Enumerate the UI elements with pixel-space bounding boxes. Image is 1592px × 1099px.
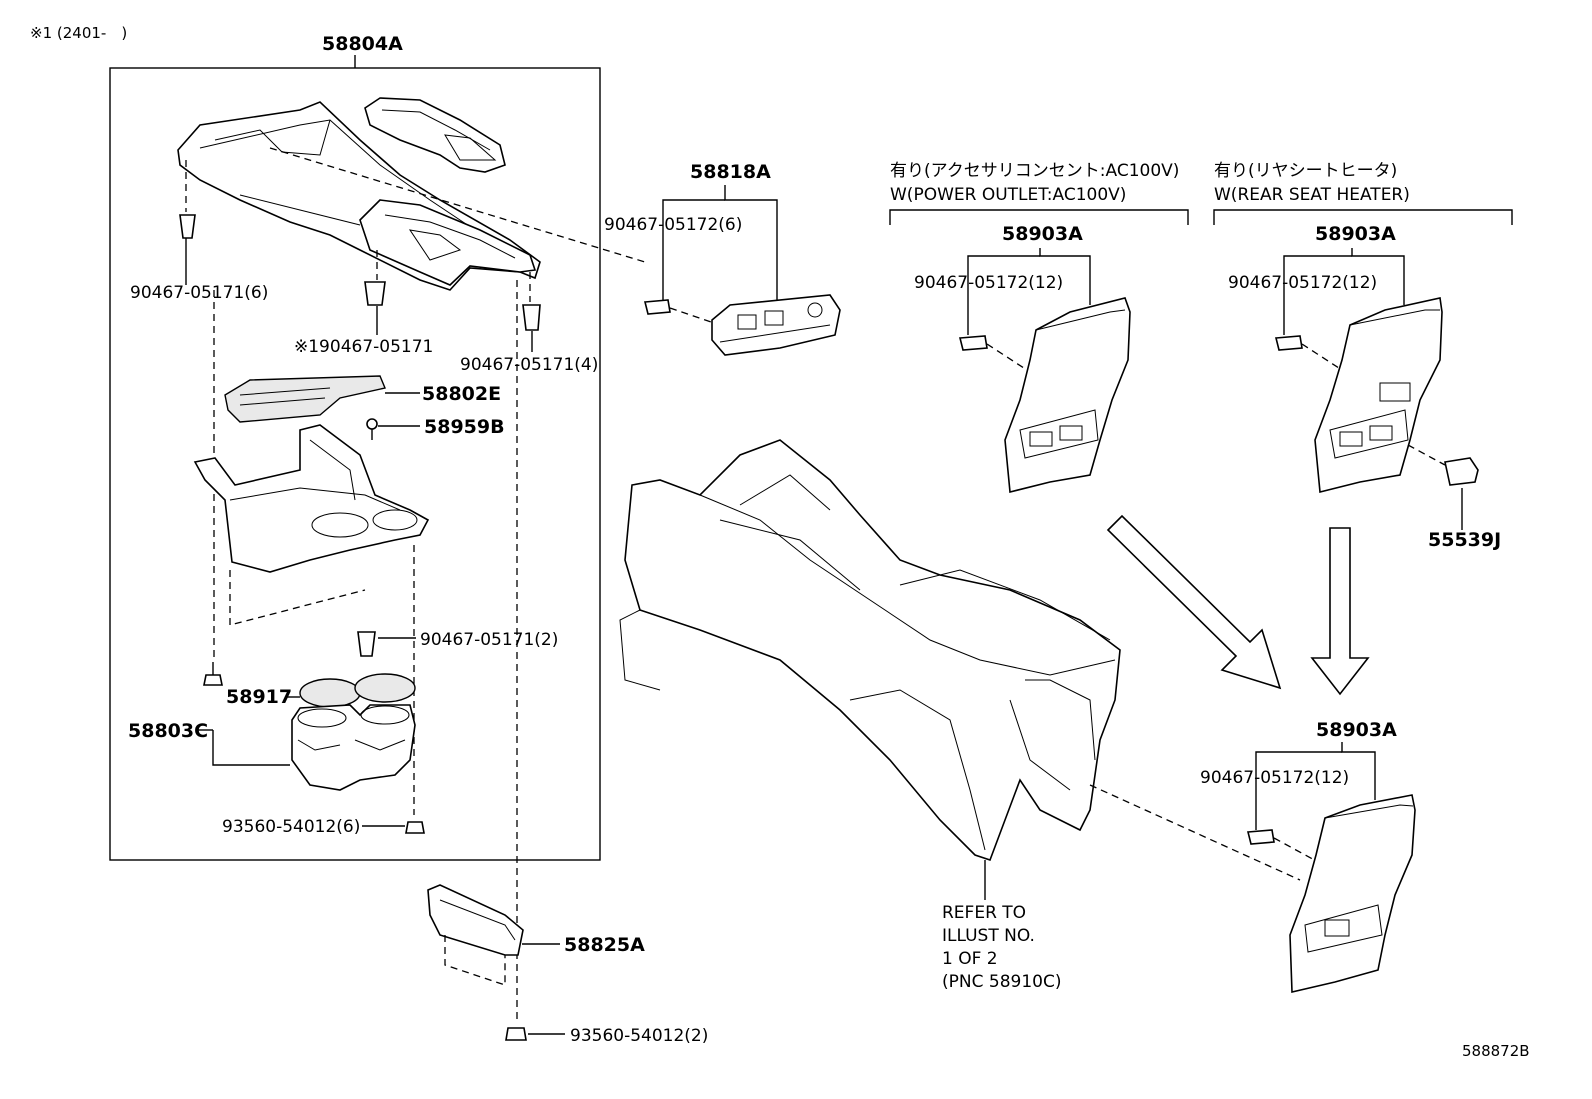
variant-power-outlet-jp: 有り(アクセサリコンセント:AC100V)	[890, 161, 1179, 181]
screw-icon-6	[405, 821, 425, 834]
tray-58802E	[224, 375, 386, 423]
label-58903A-bottom[interactable]: 58903A	[1316, 719, 1397, 741]
label-90467-05172-12-heater[interactable]: 90467-05172(12)	[1228, 273, 1377, 293]
label-90467-05171-note[interactable]: ※190467-05171	[294, 337, 433, 357]
label-93560-54012-6[interactable]: 93560-54012(6)	[222, 817, 360, 837]
arrow-down-icon	[1310, 527, 1370, 696]
illustration-id: 588872B	[1462, 1042, 1530, 1060]
center-console-body	[619, 439, 1121, 862]
label-90467-05172-6[interactable]: 90467-05172(6)	[604, 215, 742, 235]
label-90467-05171-2[interactable]: 90467-05171(2)	[420, 630, 558, 650]
label-58818A[interactable]: 58818A	[690, 161, 771, 183]
label-58903A-heater[interactable]: 58903A	[1315, 223, 1396, 245]
clip-icon-power	[958, 335, 988, 351]
rear-panel-base	[1289, 794, 1416, 993]
bolt-icon-left	[203, 662, 223, 686]
refer-line2: ILLUST NO.	[942, 926, 1035, 946]
clip-icon-58818A	[643, 299, 671, 315]
variant-seat-heater-en: W(REAR SEAT HEATER)	[1214, 185, 1410, 205]
switch-55539J	[1444, 457, 1479, 486]
clip-icon-heater	[1274, 335, 1303, 351]
label-55539J[interactable]: 55539J	[1428, 529, 1501, 551]
console-inner-box	[193, 424, 430, 573]
variant-seat-heater-jp: 有り(リヤシートヒータ)	[1214, 161, 1397, 181]
refer-line1: REFER TO	[942, 903, 1026, 923]
refer-line3: 1 OF 2	[942, 949, 998, 969]
rear-panel-seat-heater	[1314, 297, 1443, 494]
label-58804A[interactable]: 58804A	[322, 33, 403, 55]
label-90467-05171-4[interactable]: 90467-05171(4)	[460, 355, 598, 375]
rear-panel-power-outlet	[1004, 297, 1131, 494]
label-58917[interactable]: 58917	[226, 686, 292, 708]
label-90467-05171-6[interactable]: 90467-05171(6)	[130, 283, 268, 303]
switch-panel-58818A	[711, 294, 841, 356]
label-90467-05172-12-power[interactable]: 90467-05172(12)	[914, 273, 1063, 293]
refer-line4: (PNC 58910C)	[942, 972, 1061, 992]
label-58803C[interactable]: 58803C	[128, 720, 208, 742]
clip-icon-bottom	[1246, 829, 1275, 845]
header-note: ※1 (2401- )	[30, 24, 127, 42]
screw-58959B	[366, 418, 378, 440]
upper-console-panel	[177, 97, 541, 291]
cup-mat-58917	[299, 673, 416, 708]
variant-power-outlet-en: W(POWER OUTLET:AC100V)	[890, 185, 1126, 205]
label-58825A[interactable]: 58825A	[564, 934, 645, 956]
label-58802E[interactable]: 58802E	[422, 383, 501, 405]
arrow-down-right-icon	[1106, 514, 1282, 690]
label-93560-54012-2[interactable]: 93560-54012(2)	[570, 1026, 708, 1046]
clip-icons	[179, 214, 541, 657]
screw-icon-2	[505, 1027, 527, 1041]
label-90467-05172-12-bottom[interactable]: 90467-05172(12)	[1200, 768, 1349, 788]
label-58959B[interactable]: 58959B	[424, 416, 505, 438]
cup-holder-58803C	[291, 704, 416, 791]
pocket-58825A	[427, 884, 524, 956]
label-58903A-power[interactable]: 58903A	[1002, 223, 1083, 245]
